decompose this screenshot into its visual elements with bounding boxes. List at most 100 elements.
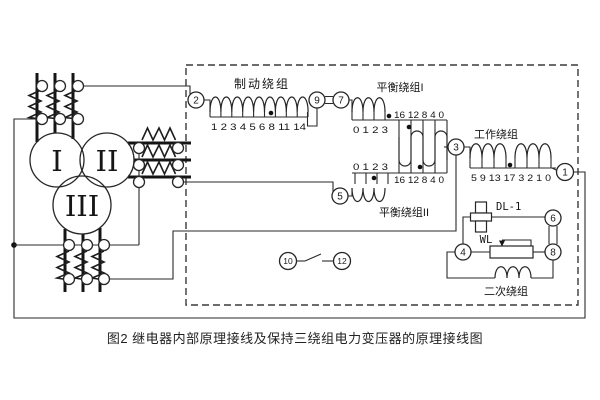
wl-wiper-arrow-icon <box>499 240 505 247</box>
terminal-9-number: 9 <box>314 96 320 107</box>
balance-2-tap-dot <box>371 175 377 181</box>
secondary-winding-coil <box>494 266 532 279</box>
working-winding-coil-b <box>514 143 552 159</box>
winding-circle-3 <box>52 175 112 235</box>
middle-winding-taps-top: 16 12 8 4 0 <box>394 110 444 121</box>
terminal-7-number: 7 <box>338 96 344 107</box>
braking-winding-tap-leads <box>209 112 309 117</box>
wire-terminal-3-return <box>110 155 457 280</box>
secondary-loop-left <box>446 251 495 279</box>
terminal-1-number: 1 <box>562 168 568 179</box>
current-transformers-top <box>26 79 85 126</box>
dl1-symbol-top <box>474 201 488 214</box>
dl1-symbol-mid <box>469 212 493 222</box>
braking-winding-taps: 1 2 3 4 5 6 8 11 14 <box>211 122 306 133</box>
working-winding-tap-leads <box>469 158 552 168</box>
terminal-8: 8 <box>544 243 562 261</box>
terminal-2: 2 <box>187 91 205 109</box>
wire-terminal-3-working <box>464 146 471 158</box>
wire-terminal-5-coil <box>348 188 353 197</box>
wire-terminal-2-coil <box>204 99 211 112</box>
link-9-7 <box>325 95 333 105</box>
terminal-10: 10 <box>278 251 298 271</box>
ct-terminal <box>71 79 85 93</box>
ct-terminal <box>132 158 146 172</box>
working-winding-label: 工作绕组 <box>474 127 518 141</box>
ct-terminal <box>97 238 111 252</box>
balance-winding-1-label: 平衡绕组I <box>376 80 423 94</box>
contact-blade <box>304 253 322 262</box>
ct-terminal <box>132 141 146 155</box>
middle-bottom-tap-dot <box>417 164 423 170</box>
wl-wiper-wire <box>502 239 532 246</box>
balance-winding-2-label: 平衡绕组II <box>379 205 429 219</box>
ct-terminal <box>53 112 67 126</box>
dl1-label: DL-1 <box>496 201 521 213</box>
balance-winding-1-taps: 0 1 2 3 <box>353 125 388 136</box>
ct-zigzag <box>26 89 43 120</box>
winding-2-label: II <box>96 144 119 178</box>
working-tap-dot <box>507 162 513 168</box>
braking-winding: 制动绕组 1 2 3 4 5 6 8 11 14 <box>209 77 309 133</box>
ct-terminal <box>171 141 185 155</box>
ct-terminal <box>171 175 185 189</box>
terminal-7: 7 <box>332 91 350 109</box>
ct-zigzag <box>141 126 177 142</box>
terminal-12: 12 <box>332 251 352 271</box>
terminal-5-number: 5 <box>337 192 343 203</box>
ct-zigzag <box>141 143 177 159</box>
braking-winding-label: 制动绕组 <box>234 77 290 91</box>
executive-relay-circuit: DL-1 WL 二次绕组 <box>446 201 554 298</box>
ct-terminal <box>171 158 185 172</box>
terminal-6-number: 6 <box>550 214 556 225</box>
transformer-primary-leads <box>35 73 191 292</box>
outer-return-wire <box>13 118 586 319</box>
middle-winding-bottom-leads <box>398 160 448 173</box>
balance-1-tap-dot <box>386 113 392 119</box>
working-winding-taps: 5 9 13 17 3 2 1 0 <box>471 173 551 184</box>
terminal-3-number: 3 <box>453 143 459 154</box>
ct-terminal <box>62 272 76 286</box>
terminal-9: 9 <box>308 91 326 109</box>
secondary-winding-label: 二次绕组 <box>484 284 528 298</box>
ct-terminal <box>62 238 76 252</box>
ct-terminal <box>80 238 94 252</box>
working-winding: 工作绕组 5 9 13 17 3 2 1 0 <box>469 127 556 184</box>
ct-zigzag <box>141 160 177 176</box>
terminal-4: 4 <box>454 243 472 261</box>
terminal-12-number: 12 <box>337 256 347 266</box>
terminal-3: 3 <box>447 138 465 156</box>
balance-winding-1-coil <box>351 97 386 113</box>
middle-top-tap-dot <box>406 124 412 130</box>
balance-winding-2-taps: 0 1 2 3 <box>353 162 388 173</box>
terminal-4-number: 4 <box>460 248 466 259</box>
terminal-8-number: 8 <box>550 248 556 259</box>
winding-3-label: III <box>65 189 99 223</box>
balance-winding-1-tap-leads <box>351 112 386 120</box>
wire-to-terminal-5 <box>183 181 334 196</box>
terminal-10-number: 10 <box>283 256 293 266</box>
middle-winding-taps-bottom: 16 12 8 4 0 <box>394 175 444 186</box>
ct-terminal <box>71 112 85 126</box>
ct-terminal <box>132 175 146 189</box>
wl-label: WL <box>480 234 493 246</box>
ct-terminal <box>35 79 49 93</box>
terminal-5: 5 <box>331 187 349 205</box>
current-transformers-right <box>132 126 185 189</box>
balance-winding-2-tap-leads <box>354 173 389 184</box>
working-winding-coil-a <box>469 143 507 159</box>
winding-1-label: I <box>51 144 62 178</box>
wire-coil-to-terminal-9 <box>306 108 318 127</box>
balance-winding-2-coil <box>351 187 386 203</box>
middle-winding-top-leads <box>398 120 448 137</box>
ct-terminal <box>97 272 111 286</box>
middle-tapped-winding: 16 12 8 4 0 16 12 8 4 0 <box>352 110 448 186</box>
terminal-6: 6 <box>544 209 562 227</box>
link-6-8 <box>548 226 558 244</box>
middle-winding-coil <box>398 130 448 167</box>
wire-to-terminal-2 <box>83 85 191 94</box>
current-transformers-bottom <box>54 238 111 286</box>
terminal-2-number: 2 <box>193 96 199 107</box>
relay-dashed-boundary <box>185 64 579 306</box>
